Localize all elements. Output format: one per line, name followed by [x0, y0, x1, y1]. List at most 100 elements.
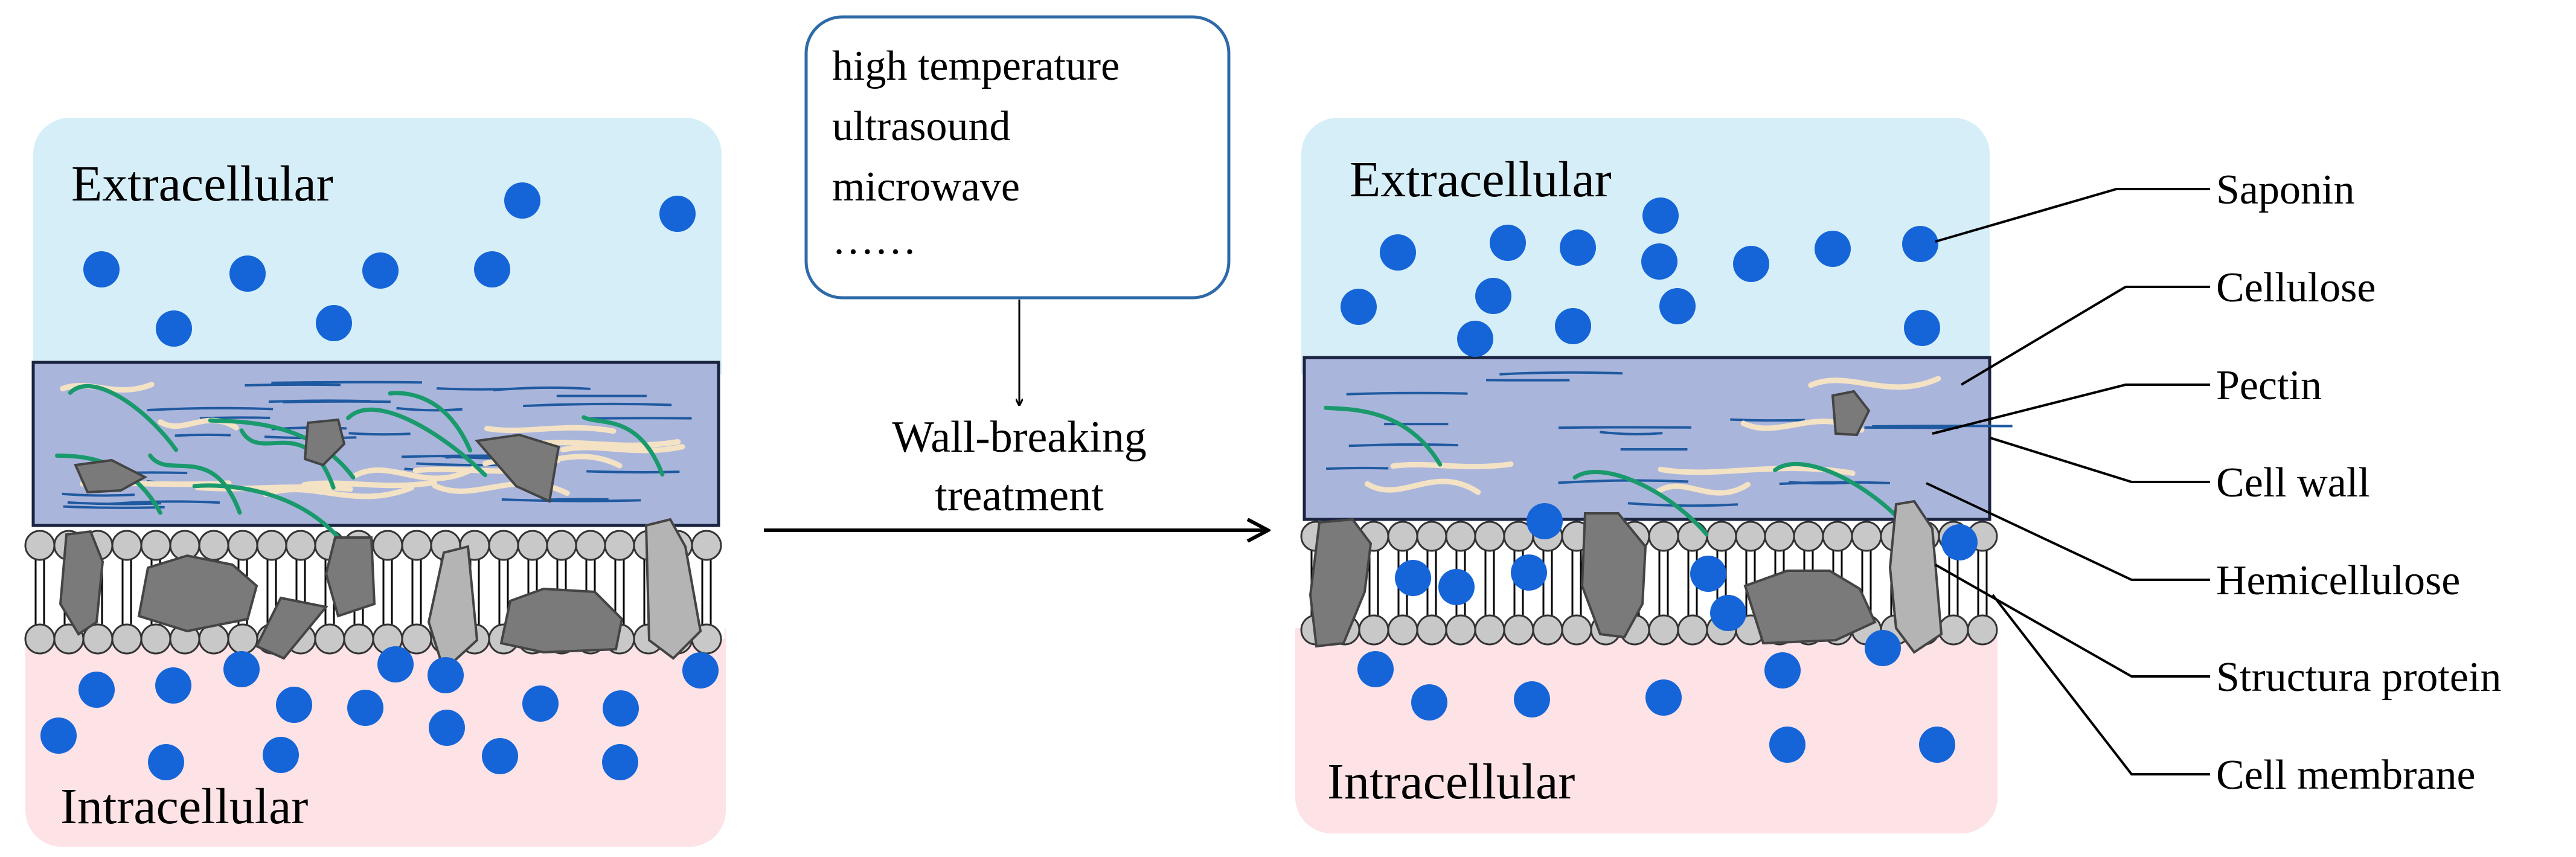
lipid-head: [343, 623, 374, 655]
legend-pectin: Pectin: [2216, 362, 2322, 409]
saponin-dot: [603, 690, 639, 727]
saponin-dot: [156, 310, 192, 347]
pectin-fiber: [1656, 481, 1751, 496]
structural-protein: [644, 518, 702, 660]
cellulose-fiber: [547, 498, 609, 501]
legend-cell-membrane: Cell membrane: [2216, 752, 2476, 798]
cellulose-fiber: [109, 500, 220, 506]
cellulose-fiber: [585, 417, 692, 420]
lipid-head: [24, 530, 56, 561]
left-intracellular-region: [25, 628, 726, 847]
hemicellulose-fiber: [1572, 470, 1709, 536]
cellulose-fiber: [523, 402, 672, 408]
saponin-dot: [1457, 321, 1493, 357]
lipid-head: [314, 623, 345, 655]
treatment-line-2: ultrasound: [832, 103, 1011, 150]
saponin-dot: [682, 652, 719, 688]
pectin-fiber: [1390, 461, 1514, 470]
pectin-fiber: [484, 425, 617, 434]
lipid-head: [691, 530, 722, 561]
cellulose-fiber: [501, 498, 641, 502]
lipid-head: [1851, 521, 1882, 552]
hemicellulose-fiber: [148, 453, 242, 515]
lipid-head: [401, 623, 432, 655]
structural-protein: [1888, 499, 1943, 654]
legend-structura-protein: Structura protein: [2216, 654, 2501, 701]
hemicellulose-fiber: [346, 407, 488, 478]
saponin-dot: [1645, 679, 1682, 716]
lipid-head: [24, 623, 56, 655]
lipid-head: [1793, 521, 1824, 552]
saponin-dot: [263, 737, 299, 773]
structural-protein: [475, 433, 560, 503]
lipid-head: [1735, 521, 1766, 552]
structural-protein: [499, 587, 624, 654]
lipid-head: [1416, 614, 1447, 646]
pectin-fiber: [560, 444, 685, 454]
hemicellulose-fiber: [192, 483, 346, 545]
right-saponin-dots: [1341, 197, 1978, 763]
saponin-dot: [482, 738, 518, 774]
saponin-dot: [229, 255, 266, 292]
cellulose-fiber: [62, 492, 135, 497]
treatment-box-frame: [804, 15, 1231, 300]
cellulose-fiber: [1499, 371, 1623, 376]
leader-pectin: [1932, 384, 2210, 435]
left-extracellular-label: Extracellular: [71, 156, 333, 212]
saponin-dot: [1560, 229, 1596, 266]
cellulose-fiber: [1558, 479, 1689, 484]
cellulose-fiber: [1348, 443, 1459, 448]
lipid-head: [575, 530, 606, 561]
saponin-dot: [83, 251, 120, 287]
lipid-head: [1822, 521, 1853, 552]
cellulose-fiber: [1779, 481, 1890, 486]
right-cell-wall: [1302, 356, 1991, 521]
left-extracellular-region: [33, 118, 722, 377]
lipid-head: [1445, 521, 1476, 552]
lipid-head: [1532, 614, 1563, 646]
saponin-dot: [1475, 278, 1511, 314]
saponin-dot: [429, 710, 465, 746]
saponin-dot: [1941, 524, 1978, 560]
lipid-head: [1474, 521, 1505, 552]
structural-protein: [1743, 570, 1877, 645]
saponin-dot: [1642, 197, 1679, 234]
pectin-fiber: [1808, 376, 1941, 390]
pectin-fiber: [351, 465, 477, 481]
saponin-dot: [362, 252, 399, 289]
cellulose-fiber: [1558, 426, 1691, 429]
saponin-dot: [78, 672, 115, 708]
left-proteins: [59, 418, 702, 673]
leader-hemicellulose: [1926, 482, 2210, 581]
lipid-head: [285, 530, 316, 561]
lipid-head: [1677, 521, 1708, 552]
saponin-dot: [1919, 727, 1955, 763]
lipid-head: [1764, 521, 1795, 552]
saponin-dot: [1357, 651, 1394, 687]
saponin-dot: [504, 182, 540, 219]
structural-protein: [59, 530, 104, 636]
cellulose-fiber: [493, 386, 591, 392]
right-proteins: [1309, 390, 1943, 654]
saponin-dot: [1865, 630, 1901, 666]
saponin-dot: [1511, 554, 1547, 591]
saponin-dot: [1527, 503, 1563, 539]
lipid-head: [604, 530, 635, 561]
saponin-dot: [1411, 684, 1447, 721]
structural-protein: [303, 418, 346, 467]
saponin-dot: [1764, 652, 1801, 688]
saponin-dot: [1514, 681, 1550, 717]
left-wall-fibers: [54, 380, 692, 545]
cellulose-fiber: [1730, 418, 1805, 422]
lipid-head: [198, 530, 229, 561]
right-intracellular-label: Intracellular: [1327, 754, 1575, 810]
lipid-head: [401, 530, 432, 561]
treatment-box: high temperature ultrasound microwave ……: [804, 15, 1231, 300]
hemicellulose-fiber: [1324, 405, 1443, 467]
right-panel: Extracellular Intracellular: [1295, 118, 2013, 833]
saponin-dot: [316, 305, 352, 341]
saponin-dot: [1904, 310, 1940, 346]
hemicellulose-fiber: [208, 418, 356, 480]
saponin-dot: [602, 744, 638, 780]
saponin-dot: [428, 657, 464, 693]
